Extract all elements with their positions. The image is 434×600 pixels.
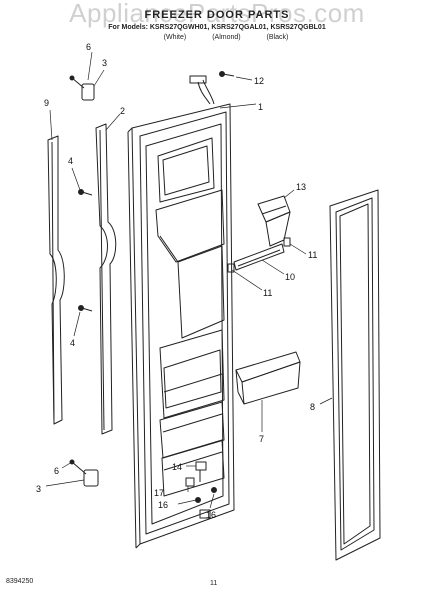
color-black: (Black) (266, 34, 289, 41)
callout-13: 13 (296, 182, 306, 192)
door-bin-part (235, 351, 301, 405)
callout-4-lower: 4 (70, 338, 75, 348)
callout-17: 17 (154, 488, 164, 498)
callout-labels: 1 2 3 3 4 4 6 6 7 8 9 10 11 11 12 13 14 … (36, 42, 317, 520)
freezer-door-part (127, 103, 235, 549)
clip-part-11-right (283, 237, 291, 247)
door-handle-part (47, 135, 65, 425)
dispenser-retainer-part (227, 237, 291, 273)
callout-16-right: 16 (206, 510, 216, 520)
clip-part-11-left (227, 263, 235, 273)
callout-14: 14 (172, 462, 182, 472)
callout-3-top: 3 (102, 58, 107, 68)
bottom-hinge-part (69, 459, 99, 487)
door-gasket-part (329, 189, 381, 561)
screw-part-12 (219, 71, 235, 77)
callout-11-left: 11 (263, 288, 272, 298)
callout-4-upper: 4 (68, 156, 73, 166)
screw-part-4-lower (78, 305, 93, 312)
handle-trim-part (95, 123, 117, 435)
callout-6-bottom: 6 (54, 466, 59, 476)
callout-11-right: 11 (308, 250, 317, 260)
diagram-title: FREEZER DOOR PARTS (144, 9, 290, 21)
callout-1: 1 (258, 102, 263, 112)
bottom-cam-part (185, 461, 217, 503)
callout-8: 8 (310, 402, 315, 412)
callout-2: 2 (120, 106, 125, 116)
screw-part-4-upper (78, 189, 93, 196)
color-white: (White) (163, 34, 187, 41)
callout-9: 9 (44, 98, 49, 108)
watermark: AppliancePartsPros.com (69, 0, 365, 28)
top-hinge-part (69, 75, 95, 101)
callout-16-left: 16 (158, 500, 168, 510)
diagram-code: 8394250 (6, 578, 34, 585)
callout-10: 10 (285, 272, 295, 282)
wire-harness-part (189, 75, 215, 105)
callout-12: 12 (254, 76, 264, 86)
callout-7: 7 (259, 434, 264, 444)
model-list: For Models: KSRS27QGWH01, KSRS27QGAL01, … (108, 24, 326, 31)
color-almond: (Almond) (212, 34, 241, 41)
callout-3-bottom: 3 (36, 484, 41, 494)
color-list: (White) (Almond) (Black) (128, 34, 348, 41)
page-number: 11 (210, 580, 218, 587)
callout-6-top: 6 (86, 42, 91, 52)
leader-lines (45, 51, 333, 509)
